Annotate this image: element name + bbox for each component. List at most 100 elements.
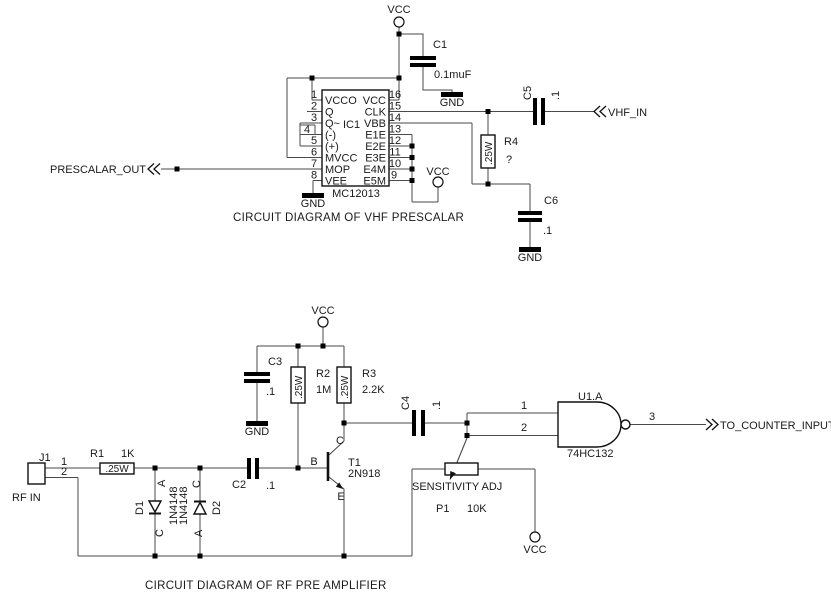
u1a-nand-gate: U1.A 74HC132 1 2 3 (521, 391, 655, 460)
prescaler-caption: CIRCUIT DIAGRAM OF VHF PRESCALAR (233, 212, 464, 224)
c3-capacitor: C3 .1 (244, 356, 282, 398)
c4-capacitor: C4 .1 (400, 396, 443, 436)
d1-anode-label: A (156, 479, 168, 487)
d2-ref-label: D2 (211, 501, 223, 515)
vcc-terminal-epins: VCC (426, 166, 450, 188)
r3-ref-label: R3 (362, 368, 376, 380)
r2-rating-label: .25W (294, 375, 305, 399)
pin-number: 14 (389, 112, 401, 124)
ic1-part-label: MC12013 (332, 188, 380, 200)
vcc-circle (432, 176, 444, 188)
pin-number: 4 (304, 124, 310, 136)
r3-value-label: 2.2K (362, 384, 385, 396)
c4-ref-label: C4 (400, 396, 412, 410)
c2-value-label: .1 (266, 480, 275, 492)
c4-value-label: .1 (431, 401, 443, 410)
c5-capacitor: C5 .1 (522, 86, 562, 125)
vhf-in-port: VHF_IN (593, 105, 647, 119)
r4-value-label: ? (506, 154, 512, 166)
t1-part-label: 2N918 (348, 468, 380, 480)
c3-ref-label: C3 (268, 356, 282, 368)
ic1-body (321, 89, 390, 187)
pin-name: E4M (363, 164, 386, 176)
nand-bubble (620, 419, 631, 430)
vcc-terminal-top: VCC (387, 4, 411, 28)
pin-name: E3E (365, 153, 386, 165)
j1-pin1-label: 1 (61, 456, 67, 468)
prescaler-wires (161, 27, 594, 247)
vcc-circle (317, 316, 329, 328)
gnd-label: GND (301, 198, 326, 210)
ic1-ref-label: IC1 (343, 119, 360, 131)
pin-name: VCCO (325, 95, 357, 107)
p1-adj-label: SENSITIVITY ADJ (412, 481, 502, 493)
pin-number: 11 (389, 147, 400, 159)
c2-capacitor: C2 .1 (232, 458, 275, 492)
r2-resistor: .25W R2 1M (290, 366, 331, 404)
gnd-label: GND (245, 426, 270, 438)
t1-transistor: C B E T1 2N918 (310, 435, 380, 503)
pin-number: 6 (311, 147, 317, 159)
to-counter-port: TO_COUNTER_INPUT (705, 418, 831, 432)
nand-body (557, 401, 622, 448)
to-counter-label: TO_COUNTER_INPUT (720, 420, 831, 432)
pin-number: 16 (389, 89, 401, 101)
r3-rating-label: .25W (340, 375, 351, 399)
pin-name: MVCC (325, 153, 357, 165)
c5-ref-label: C5 (522, 86, 534, 100)
gnd-label: GND (518, 252, 543, 264)
pin-number: 9 (391, 170, 397, 182)
gnd-symbol-c6: GND (518, 247, 543, 264)
pin-name: E1E (365, 130, 386, 142)
p1-potentiometer: SENSITIVITY ADJ P1 10K (412, 462, 502, 515)
pin-number: 3 (311, 112, 317, 124)
pin-number: 13 (389, 124, 401, 136)
r1-value-label: 1K (121, 448, 135, 460)
j1-pin2-label: 2 (61, 466, 67, 478)
d2-cathode-label: C (191, 480, 203, 488)
gnd-symbol-vee: GND (301, 193, 326, 210)
emitter-arrow-icon (335, 482, 343, 489)
r3-resistor: .25W R3 2.2K (336, 366, 385, 404)
r2-value-label: 1M (316, 384, 331, 396)
d2-part-label: 1N4148 (178, 486, 190, 525)
t1-collector-label: C (336, 435, 344, 447)
r4-ref-label: R4 (504, 136, 518, 148)
pin-name: (-) (325, 130, 336, 142)
d2-anode-label: A (193, 529, 205, 537)
preamp-junctions (152, 343, 470, 559)
pin-name: CLK (365, 107, 387, 119)
r2-ref-label: R2 (316, 368, 330, 380)
r4-rating-label: .25W (484, 141, 495, 165)
pin-number: 8 (311, 170, 317, 182)
u1a-in2-label: 2 (521, 422, 527, 434)
vcc-terminal-preamp: VCC (311, 305, 335, 328)
c6-ref-label: C6 (544, 195, 558, 207)
pin-name: VBB (364, 118, 386, 130)
vcc-label: VCC (387, 4, 410, 16)
d2-triangle (192, 500, 208, 515)
d1-diode: D1 A C 1N4148 (134, 479, 180, 537)
vcc-terminal-pot: VCC (523, 531, 547, 556)
c1-capacitor: C1 0.1muF (410, 39, 472, 81)
wiper-arrow-icon (450, 471, 456, 480)
pin-number: 10 (389, 158, 401, 170)
d1-part-label: 1N4148 (168, 486, 180, 525)
pin-name: Q (325, 107, 334, 119)
prescalar-out-port: PRESCALAR_OUT (50, 163, 161, 176)
rf-preamp-circuit: VCC C3 .1 GND .25W R2 1M .25W R3 2.2K (12, 305, 831, 592)
pin-number: 1 (311, 89, 317, 101)
r1-rating-label: .25W (105, 464, 129, 475)
u1a-in1-label: 1 (521, 400, 527, 412)
pin-number: 5 (311, 135, 317, 147)
vcc-circle (529, 531, 541, 543)
pin-name: E2E (365, 141, 386, 153)
pin-name: MOP (325, 164, 350, 176)
p1-value-label: 10K (467, 503, 487, 515)
pin-number: 7 (311, 158, 317, 170)
prescalar-out-label: PRESCALAR_OUT (50, 164, 146, 176)
t1-base-label: B (310, 456, 317, 468)
c3-value-label: .1 (266, 386, 275, 398)
